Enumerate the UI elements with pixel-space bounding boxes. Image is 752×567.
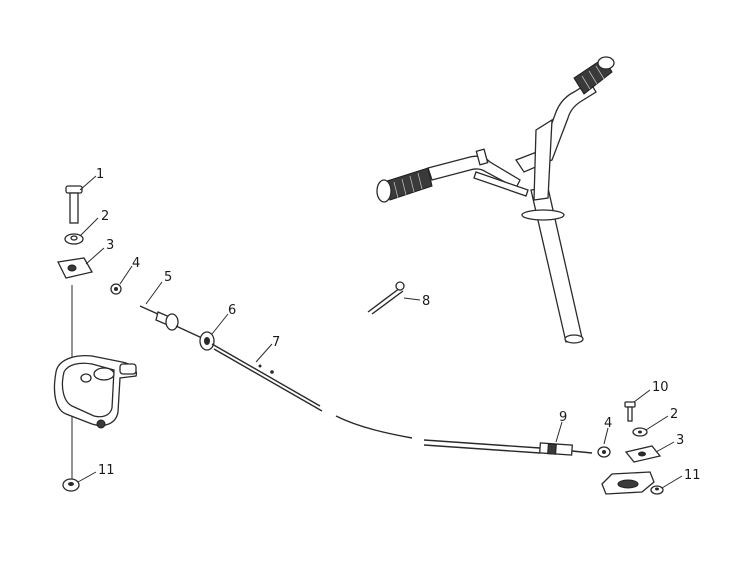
bolt-1 [65, 185, 83, 224]
callout-labels: 1 2 3 4 5 6 7 8 9 4 10 2 3 11 11 [96, 167, 701, 483]
nut-11-right [650, 485, 664, 495]
callout-11-right: 11 [684, 468, 701, 483]
leader-lines [77, 175, 683, 489]
callout-7: 7 [272, 335, 280, 350]
clamp-3-left [57, 257, 93, 279]
callout-4-right: 4 [604, 416, 612, 431]
callout-10: 10 [652, 380, 669, 395]
washer-2-left [64, 233, 84, 245]
nut-11-left [62, 478, 80, 492]
callout-11-left: 11 [98, 463, 115, 478]
bracket-plate-right [601, 471, 655, 495]
bracket-assembly-left [53, 354, 138, 429]
callout-6: 6 [228, 303, 236, 318]
callout-4-left: 4 [132, 256, 140, 271]
callout-3-left: 3 [106, 238, 114, 253]
callout-2-right: 2 [670, 407, 678, 422]
bolt-10 [624, 401, 636, 422]
callout-9: 9 [559, 410, 567, 425]
clamp-3-right [624, 445, 662, 463]
callout-1: 1 [96, 167, 104, 182]
callout-3-right: 3 [676, 433, 684, 448]
nut-4-right [597, 446, 611, 458]
callout-2-left: 2 [101, 209, 109, 224]
handlebar-assembly [376, 56, 615, 344]
cable-assembly [139, 305, 593, 456]
washer-2-right [632, 427, 648, 437]
callout-5: 5 [164, 270, 172, 285]
nut-4-left [110, 283, 122, 295]
callout-8: 8 [422, 294, 430, 309]
pin-8 [367, 281, 405, 315]
